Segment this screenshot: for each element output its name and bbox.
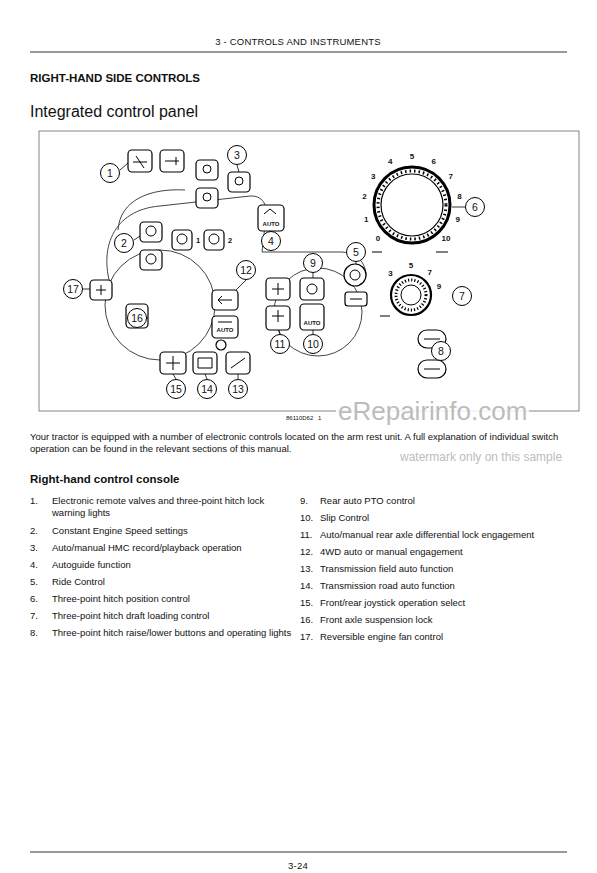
button-text: AUTO [304, 320, 321, 327]
callout-circle: 3 [227, 145, 247, 165]
list-text: Front/rear joystick operation select [320, 597, 582, 609]
button-number: 1 [196, 236, 200, 245]
dial-number: 6 [432, 157, 436, 167]
dial-number: 7 [449, 172, 453, 182]
list-number: 13. [300, 563, 313, 575]
list-number: 8. [30, 627, 38, 639]
list-number: 11. [300, 529, 313, 541]
callout-number: 1 [107, 168, 113, 179]
watermark: watermark only on this sample [400, 450, 562, 464]
callout-circle: 6 [465, 197, 485, 217]
callout-circle: 14 [197, 379, 217, 399]
figure-code: 86110D62 [286, 415, 313, 422]
callout-number: 8 [438, 346, 444, 357]
list-number: 4. [30, 559, 38, 571]
list-number: 15. [300, 597, 313, 609]
list-text: Autoguide function [52, 559, 292, 571]
callout-number: 2 [121, 238, 127, 249]
callout-circle: 12 [236, 260, 256, 280]
list-number: 6. [30, 593, 38, 605]
list-number: 16. [300, 614, 313, 626]
dial-number: 9 [437, 283, 441, 293]
button-text: AUTO [217, 327, 234, 334]
callout-number: 6 [472, 202, 478, 213]
list-number: 14. [300, 580, 313, 592]
list-number: 10. [300, 512, 313, 524]
callout-circle: 15 [166, 379, 186, 399]
dial-number: 9 [455, 215, 459, 225]
list-text: Constant Engine Speed settings [52, 525, 292, 537]
dial-number: 10 [441, 234, 450, 244]
list-number: 5. [30, 576, 38, 588]
callout-circle: 17 [63, 279, 83, 299]
dial-number: 5 [410, 152, 414, 162]
watermark: eRepairinfo.com [336, 396, 529, 427]
callout-number: 14 [201, 384, 213, 395]
list-text: 4WD auto or manual engagement [320, 546, 582, 558]
list-text: Three-point hitch raise/lower buttons an… [52, 627, 292, 639]
button-number: 2 [228, 236, 232, 245]
button-text: AUTO [263, 221, 280, 228]
list-number: 3. [30, 542, 38, 554]
callout-number: 11 [275, 339, 286, 350]
section-heading: RIGHT-HAND SIDE CONTROLS [30, 72, 200, 86]
list-text: Ride Control [52, 576, 292, 588]
callout-circle: 7 [452, 286, 472, 306]
list-text: Rear auto PTO control [320, 495, 582, 507]
page-header: 3 - CONTROLS AND INSTRUMENTS [215, 36, 381, 47]
list-number: 7. [30, 610, 38, 622]
section-title: Integrated control panel [30, 102, 198, 121]
list-text: Three-point hitch draft loading control [52, 610, 292, 622]
list-number: 2. [30, 525, 38, 537]
callout-circle: 10 [303, 334, 323, 354]
list-text: Auto/manual HMC record/playback operatio… [52, 542, 292, 554]
list-text: Reversible engine fan control [320, 631, 582, 643]
dial-number: 8 [457, 193, 461, 203]
callout-circle: 11 [270, 334, 290, 354]
callout-circle: 2 [114, 233, 134, 253]
list-text: Auto/manual rear axle differential lock … [320, 529, 582, 541]
callout-circle: 1 [100, 163, 120, 183]
callout-circle: 4 [261, 231, 281, 251]
list-number: 1. [30, 495, 38, 507]
callout-number: 12 [240, 265, 252, 276]
callout-number: 16 [131, 313, 143, 324]
list-number: 9. [300, 495, 308, 507]
callout-number: 4 [268, 236, 274, 247]
list-text: Transmission field auto function [320, 563, 582, 575]
callout-circle: 5 [346, 242, 366, 262]
subheading: Right-hand control console [30, 473, 180, 487]
callout-circle: 16 [127, 308, 147, 328]
callout-number: 15 [170, 384, 182, 395]
list-text: Slip Control [320, 512, 582, 524]
callout-circle: 13 [228, 379, 248, 399]
page-number: 3-24 [288, 860, 308, 871]
dial-number: 2 [362, 193, 366, 203]
callout-number: 3 [234, 150, 240, 161]
list-number: 17. [300, 631, 313, 643]
figure-number: 1 [318, 415, 321, 422]
list-number: 12. [300, 546, 313, 558]
dial-number: 3 [371, 172, 375, 182]
callout-number: 10 [307, 339, 319, 350]
dial-number: 5 [409, 261, 413, 271]
list-text: Front axle suspension lock [320, 614, 582, 626]
callout-circle: 9 [303, 253, 323, 273]
dial-number: 0 [376, 234, 380, 244]
list-text: Three-point hitch position control [52, 593, 292, 605]
dial-number: 1 [364, 215, 368, 225]
callout-number: 7 [459, 291, 465, 302]
dial-number: 4 [388, 157, 392, 167]
list-text: Transmission road auto function [320, 580, 582, 592]
callout-number: 5 [353, 247, 359, 258]
list-text: Electronic remote valves and three-point… [52, 495, 292, 519]
callout-number: 9 [310, 258, 316, 269]
dial-number: 3 [388, 270, 392, 280]
dial-number: 7 [427, 268, 431, 278]
callout-number: 17 [67, 284, 79, 295]
callout-number: 13 [232, 384, 244, 395]
callout-circle: 8 [431, 341, 451, 361]
